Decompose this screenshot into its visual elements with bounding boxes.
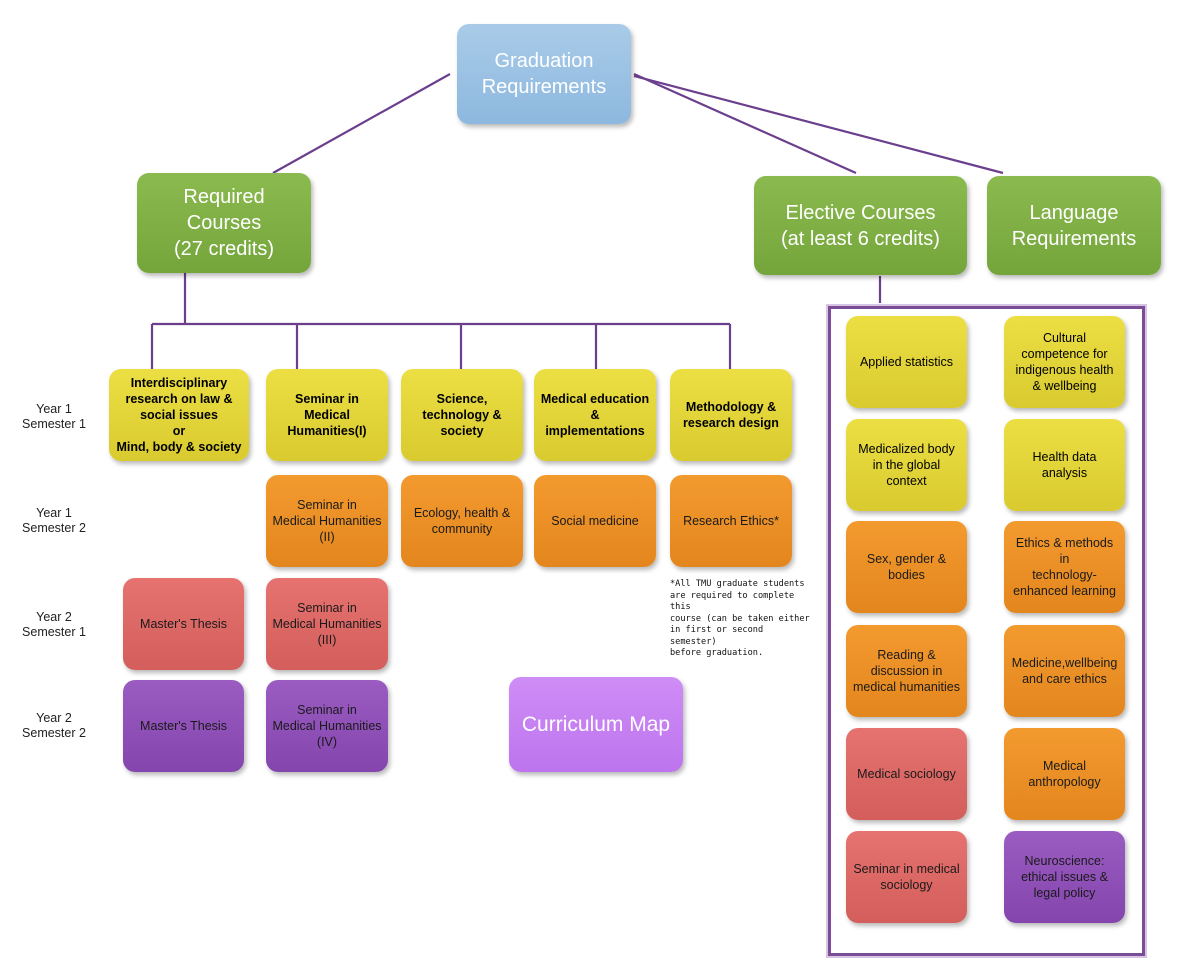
course-medical-education: Medical education & implementations bbox=[534, 369, 656, 461]
course-interdisciplinary-research: Interdisciplinary research on law & soci… bbox=[109, 369, 249, 461]
course-masters-thesis-y2s2: Master's Thesis bbox=[123, 680, 244, 772]
elective-medical-anthropology: Medical anthropology bbox=[1004, 728, 1125, 820]
course-research-ethics: Research Ethics* bbox=[670, 475, 792, 567]
row-label-y1s1: Year 1 Semester 1 bbox=[22, 402, 86, 431]
elective-applied-statistics: Applied statistics bbox=[846, 316, 967, 408]
elective-courses-node: Elective Courses (at least 6 credits) bbox=[754, 176, 967, 275]
graduation-requirements-node: Graduation Requirements bbox=[457, 24, 631, 124]
course-ecology-health-community: Ecology, health & community bbox=[401, 475, 523, 567]
row-label-y2s1: Year 2 Semester 1 bbox=[22, 610, 86, 639]
required-courses-node: Required Courses (27 credits) bbox=[137, 173, 311, 273]
course-social-medicine: Social medicine bbox=[534, 475, 656, 567]
elective-medicalized-body: Medicalized body in the global context bbox=[846, 419, 967, 511]
elective-ethics-methods-technology: Ethics & methods in technology- enhanced… bbox=[1004, 521, 1125, 613]
curriculum-map-title: Curriculum Map bbox=[509, 677, 683, 772]
elective-reading-discussion: Reading & discussion in medical humaniti… bbox=[846, 625, 967, 717]
elective-courses-frame bbox=[828, 306, 1145, 956]
elective-cultural-competence: Cultural competence for indigenous healt… bbox=[1004, 316, 1125, 408]
course-seminar-mh-3: Seminar in Medical Humanities (III) bbox=[266, 578, 388, 670]
course-science-technology-society: Science, technology & society bbox=[401, 369, 523, 461]
elective-medicine-wellbeing-care: Medicine,wellbeing and care ethics bbox=[1004, 625, 1125, 717]
course-seminar-mh-2: Seminar in Medical Humanities (II) bbox=[266, 475, 388, 567]
elective-health-data-analysis: Health data analysis bbox=[1004, 419, 1125, 511]
elective-sex-gender-bodies: Sex, gender & bodies bbox=[846, 521, 967, 613]
row-label-y1s2: Year 1 Semester 2 bbox=[22, 506, 86, 535]
course-seminar-mh-4: Seminar in Medical Humanities (IV) bbox=[266, 680, 388, 772]
elective-medical-sociology: Medical sociology bbox=[846, 728, 967, 820]
row-label-y2s2: Year 2 Semester 2 bbox=[22, 711, 86, 740]
course-masters-thesis-y2s1: Master's Thesis bbox=[123, 578, 244, 670]
language-requirements-node: Language Requirements bbox=[987, 176, 1161, 275]
course-seminar-mh-1: Seminar in Medical Humanities(I) bbox=[266, 369, 388, 461]
elective-neuroscience: Neuroscience: ethical issues & legal pol… bbox=[1004, 831, 1125, 923]
research-ethics-note: *All TMU graduate students are required … bbox=[670, 579, 810, 658]
elective-seminar-medical-sociology: Seminar in medical sociology bbox=[846, 831, 967, 923]
course-methodology-research-design: Methodology & research design bbox=[670, 369, 792, 461]
